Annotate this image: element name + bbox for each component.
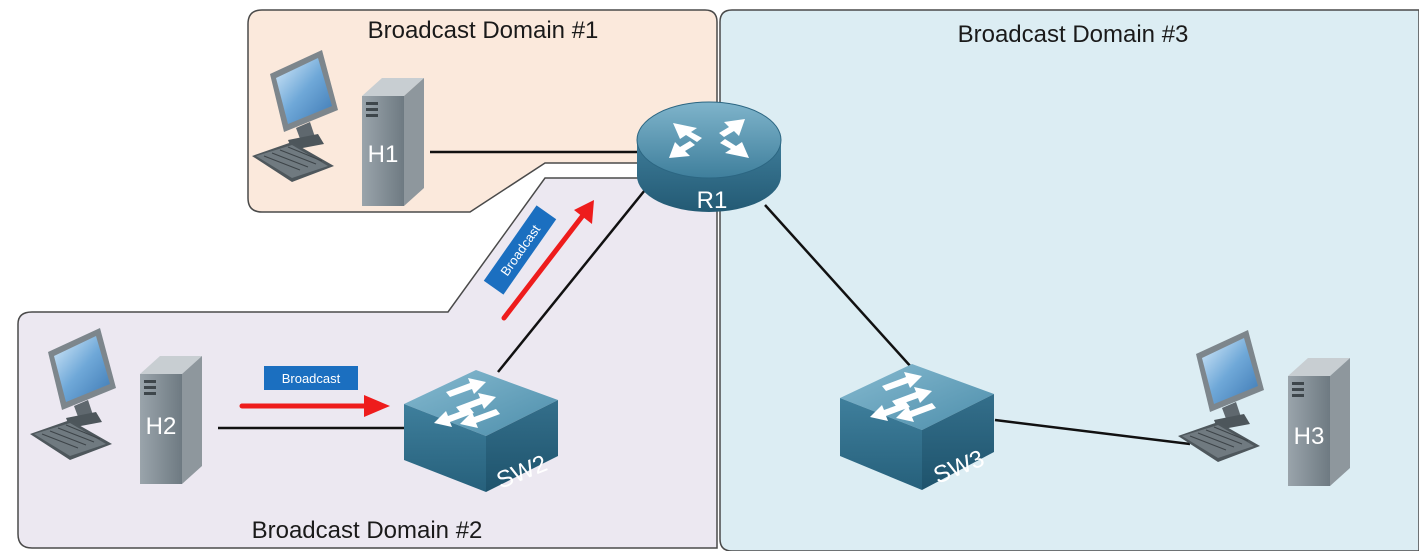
h2-label: H2: [146, 413, 177, 440]
broadcast-domain-1-label: Broadcast Domain #1: [368, 17, 599, 44]
broadcast-arrow-diagonal: [501, 200, 594, 321]
broadcast-domain-2-label: Broadcast Domain #2: [252, 517, 483, 544]
links: [218, 150, 1191, 446]
broadcast-arrow-horizontal: [239, 395, 390, 417]
broadcast-tag-horizontal-text: Broadcast: [282, 371, 341, 386]
router-icon[interactable]: [636, 101, 782, 212]
switch-icon[interactable]: [404, 370, 558, 492]
link-sw3-h3: [994, 418, 1191, 446]
link-r1-sw2: [497, 189, 646, 373]
h3-label: H3: [1294, 423, 1325, 450]
r1-label: R1: [697, 187, 728, 214]
switch-icon[interactable]: [840, 364, 994, 490]
broadcast-tag-horizontal: Broadcast: [264, 366, 358, 390]
h1-label: H1: [368, 141, 399, 168]
broadcast-domain-2-area: [17, 177, 718, 549]
link-r1-sw3: [764, 204, 913, 369]
broadcast-domain-3-label: Broadcast Domain #3: [958, 21, 1189, 48]
